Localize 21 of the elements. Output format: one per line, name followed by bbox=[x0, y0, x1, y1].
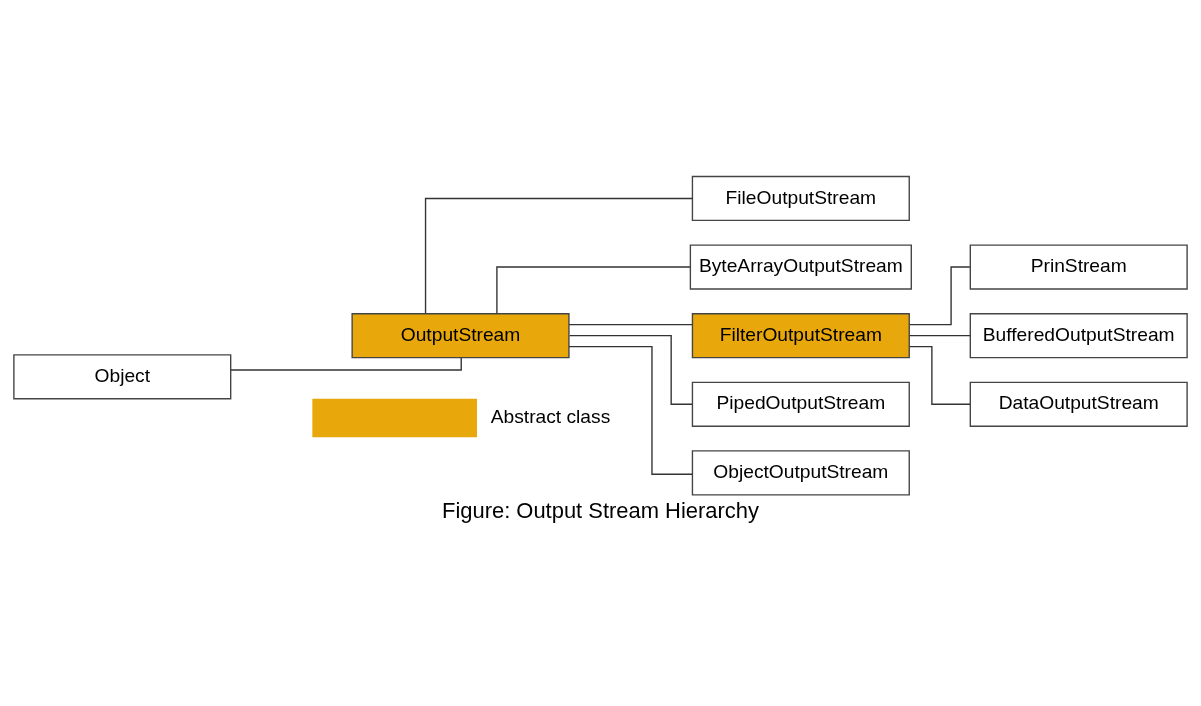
node-box: FilterOutputStream bbox=[691, 312, 910, 358]
connector bbox=[908, 334, 971, 336]
node-box: ByteArrayOutputStream bbox=[689, 243, 912, 290]
node-box: PrinStream bbox=[969, 243, 1188, 290]
caption: Figure: Output Stream Hierarchy bbox=[442, 497, 759, 523]
node-box: DataOutputStream bbox=[969, 381, 1188, 427]
node-box: Object bbox=[13, 353, 232, 399]
connector bbox=[568, 334, 693, 405]
connector bbox=[568, 323, 693, 325]
node-box: BufferedOutputStream bbox=[969, 312, 1188, 358]
connector bbox=[424, 197, 693, 314]
connector bbox=[496, 265, 691, 314]
node-box: ObjectOutputStream bbox=[691, 449, 910, 495]
connector bbox=[230, 356, 462, 371]
node-box: PipedOutputStream bbox=[691, 381, 910, 427]
node-box: OutputStream bbox=[351, 312, 570, 358]
legend-label: Abstract class bbox=[490, 405, 611, 427]
connector bbox=[568, 345, 693, 475]
connector bbox=[908, 345, 971, 405]
connector bbox=[908, 265, 971, 325]
node-box: FileOutputStream bbox=[691, 175, 910, 221]
